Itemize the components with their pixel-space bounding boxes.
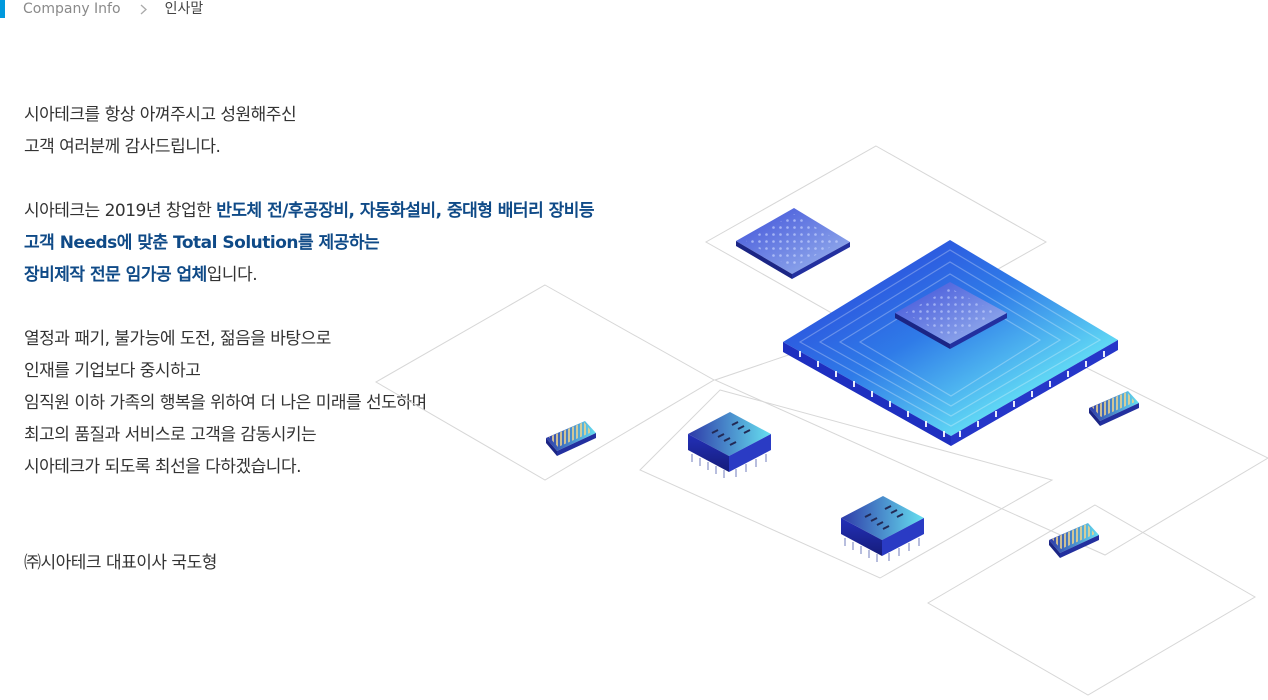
breadcrumb-accent-bar	[0, 0, 5, 18]
floating-chip-top	[736, 208, 850, 279]
message-highlight: 고객 Needs에 맞춘 Total Solution를 제공하는	[24, 233, 380, 253]
message-line: 고객 여러분께 감사드립니다.	[24, 137, 221, 157]
small-chip-bottom	[1049, 523, 1099, 558]
breadcrumb: Company Info 인사말	[0, 0, 203, 18]
message-line: 장비제작 전문 임가공 업체입니다.	[24, 259, 664, 291]
message-line: 시아테크가 되도록 최선을 다하겠습니다.	[24, 457, 302, 477]
message-line: 시아테크를 항상 아껴주시고 성원해주신	[24, 105, 297, 125]
cube-chip-middle	[688, 412, 771, 478]
message-text: 시아테크는 2019년 창업한	[24, 201, 217, 221]
small-chip-right	[1089, 391, 1139, 426]
breadcrumb-current-greeting: 인사말	[164, 1, 204, 17]
semiconductor-illustration	[370, 140, 1268, 700]
message-line: 최고의 품질과 서비스로 고객을 감동시키는	[24, 425, 317, 445]
message-line: 열정과 패기, 불가능에 도전, 젊음을 바탕으로	[24, 329, 331, 349]
cube-chip-bottom	[841, 496, 924, 562]
message-highlight: 장비제작 전문 임가공 업체	[24, 265, 207, 285]
ceo-signature: ㈜시아테크 대표이사 국도형	[24, 553, 217, 573]
message-text: 입니다.	[206, 265, 258, 285]
message-line: 임직원 이하 가족의 행복을 위하여 더 나은 미래를 선도하며	[24, 393, 427, 413]
main-chip-board	[783, 240, 1118, 446]
message-line: 시아테크는 2019년 창업한 반도체 전/후공장비, 자동화설비, 중대형 배…	[24, 195, 664, 227]
message-highlight: 반도체 전/후공장비, 자동화설비, 중대형 배터리 장비등	[216, 201, 595, 221]
message-line: 인재를 기업보다 중시하고	[24, 361, 201, 381]
chevron-right-icon	[139, 0, 149, 18]
greeting-message: 시아테크를 항상 아껴주시고 성원해주신 고객 여러분께 감사드립니다. 시아테…	[24, 99, 664, 483]
small-chip-left	[546, 421, 596, 456]
breadcrumb-company-info[interactable]: Company Info	[23, 1, 121, 17]
message-line: 고객 Needs에 맞춘 Total Solution를 제공하는	[24, 227, 664, 259]
